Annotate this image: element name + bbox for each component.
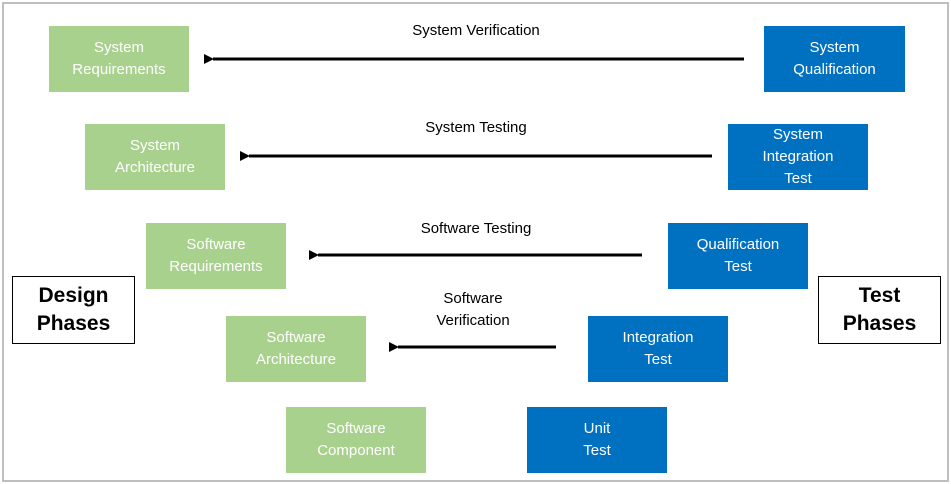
integration-test-box: Integration Test (588, 316, 728, 382)
software-verification-label: Software Verification (436, 290, 510, 329)
design-phases-label: Design Phases (12, 276, 135, 344)
unit-test-box: Unit Test (527, 407, 667, 473)
system-integration-test-box: System Integration Test (728, 124, 868, 190)
system-verification-label: System Verification (412, 22, 540, 39)
software-requirements-box: Software Requirements (146, 223, 286, 289)
qualification-test-box: Qualification Test (668, 223, 808, 289)
test-phases-label: Test Phases (818, 276, 941, 344)
software-architecture-box: Software Architecture (226, 316, 366, 382)
system-testing-label: System Testing (425, 119, 527, 136)
system-architecture-box: System Architecture (85, 124, 225, 190)
software-component-box: Software Component (286, 407, 426, 473)
system-qualification-box: System Qualification (764, 26, 905, 92)
system-requirements-box: System Requirements (49, 26, 189, 92)
software-testing-label: Software Testing (420, 220, 532, 237)
